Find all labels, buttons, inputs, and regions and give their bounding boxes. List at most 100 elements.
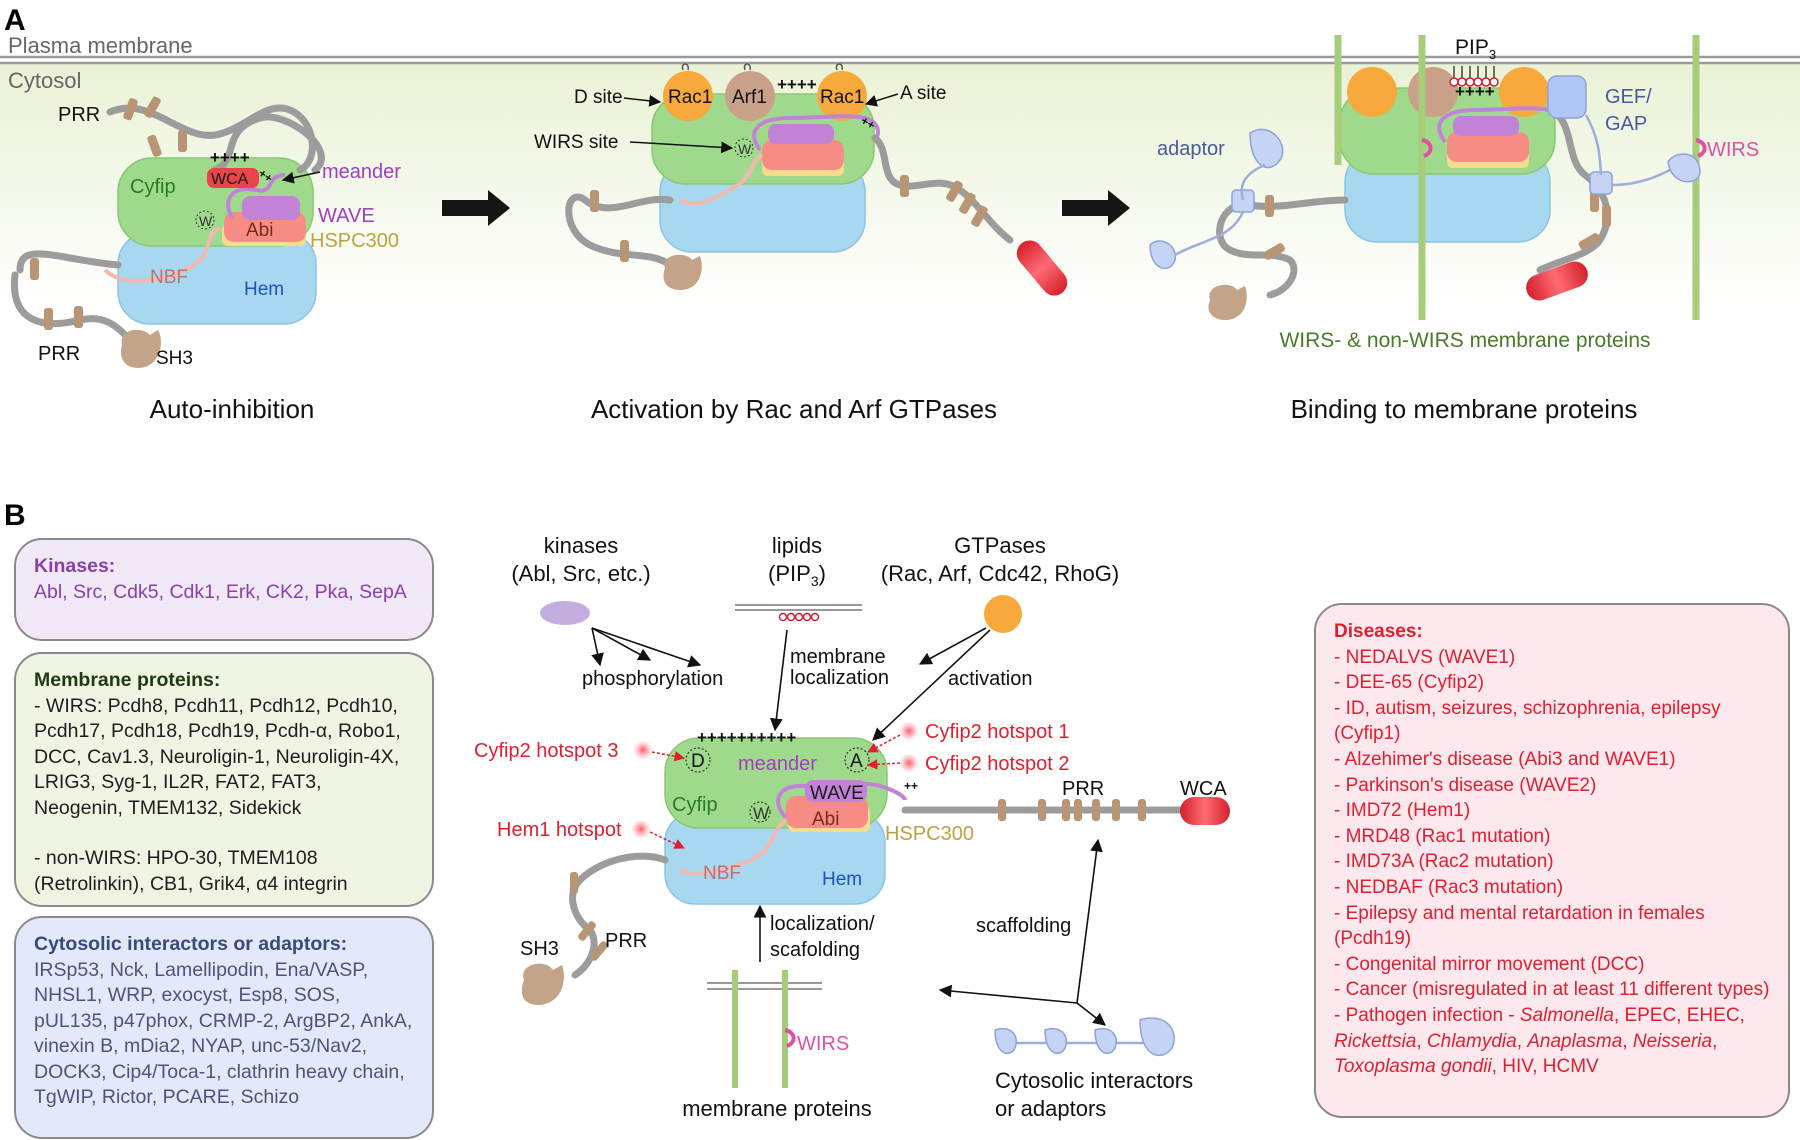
- meander-strand: [776, 781, 907, 820]
- rac1-left: [663, 71, 713, 121]
- d-site-arrow: [623, 94, 662, 107]
- hem-label: Hem: [822, 869, 862, 890]
- wave-subunit: [1453, 116, 1519, 136]
- wirs-site-circle: [195, 210, 215, 230]
- wrc-membrane-bound: [1149, 35, 1707, 320]
- gtpases-sub: (Rac, Arf, Cdc42, RhoG): [881, 561, 1119, 586]
- prr-bead: [1265, 195, 1274, 217]
- wirs-motif: [784, 1028, 796, 1048]
- wca-domain: [1526, 261, 1588, 301]
- disease-line: - NEDALVS (WAVE1): [1334, 646, 1516, 668]
- disease-line: - IMD73A (Rac2 mutation): [1334, 851, 1554, 873]
- plus-small: ++: [256, 166, 276, 186]
- adaptor-shape: [1589, 171, 1613, 195]
- meander-arrow: [281, 171, 321, 184]
- arrow-step2-to-3: [1062, 190, 1130, 226]
- prr-bead: [1602, 205, 1611, 227]
- wrc-gray-chain: [16, 113, 325, 274]
- membrane-proteins-label: membrane proteins: [682, 1096, 872, 1121]
- prr-bead: [123, 98, 138, 121]
- adaptor-icon: [1139, 1017, 1175, 1057]
- prr-bead: [1263, 243, 1285, 260]
- activation-label: activation: [948, 668, 1033, 690]
- adaptor-icon: [1044, 1028, 1067, 1055]
- abi-label: Abi: [812, 809, 839, 830]
- membrane-box-heading: Membrane proteins:: [34, 669, 221, 691]
- sh3-domain: [120, 329, 161, 368]
- adaptor-linker: [1174, 114, 1671, 257]
- disease-line: - NEDBAF (Rac3 mutation): [1334, 876, 1564, 898]
- abi-label: Abi: [246, 220, 273, 241]
- plus-charges: ++++: [1455, 82, 1495, 101]
- prr-bead: [30, 258, 39, 280]
- disease-line: - DEE-65 (Cyfip2): [1334, 672, 1484, 694]
- gray-chain-left: [1216, 196, 1349, 299]
- pip3-head: [810, 612, 820, 622]
- prr-bead: [44, 308, 53, 330]
- hotspot-3-arrow: [651, 751, 686, 762]
- panel-b-label: B: [4, 499, 26, 532]
- disease-line: - IMD72 (Hem1): [1334, 800, 1471, 822]
- sh3-domain: [1208, 284, 1247, 320]
- plus-charges: ++++: [210, 148, 250, 167]
- disease-line-pathogen: - Pathogen infection - Salmonella, EPEC,…: [1334, 1004, 1745, 1078]
- gef-gap-label-1: GEF/: [1605, 86, 1652, 108]
- pip3-head: [794, 612, 804, 622]
- wirs-w: W: [199, 213, 213, 229]
- wrc-autoinhibited: W: [10, 96, 325, 368]
- cytosolic-box-heading: Cytosolic interactors or adaptors:: [34, 933, 348, 955]
- panel-a-label: A: [4, 4, 26, 37]
- wca-domain: [207, 168, 259, 188]
- pip3-head: [1489, 77, 1499, 87]
- rac1-right: [817, 71, 867, 121]
- membrane-label: membrane: [790, 646, 886, 668]
- wrc-diagram: [521, 737, 1230, 1005]
- disease-line: - Alzehimer's disease (Abi3 and WAVE1): [1334, 748, 1676, 770]
- activation-arrow: [918, 627, 987, 665]
- adaptor-icon: [1094, 1028, 1117, 1055]
- prr-bead: [590, 190, 599, 212]
- wave-label: WAVE: [318, 205, 375, 227]
- sh3-label: SH3: [520, 938, 559, 960]
- hotspot-glow: [633, 740, 653, 760]
- prr-bead: [570, 872, 578, 894]
- nbf-label: NBF: [703, 863, 741, 884]
- prr-bead: [1590, 190, 1599, 212]
- pip3-lipids: [1453, 66, 1495, 78]
- prr-right-label: PRR: [1062, 778, 1104, 800]
- prr-bead: [590, 941, 608, 961]
- adaptor-label: adaptor: [1157, 138, 1225, 160]
- hspc300-label: HSPC300: [885, 823, 974, 845]
- prr-bead: [1062, 799, 1070, 821]
- gray-chain-left: [565, 193, 674, 269]
- wca-label: WCA: [1180, 778, 1227, 800]
- prr-bead: [1112, 799, 1120, 821]
- prr-bottom-label: PRR: [38, 343, 80, 365]
- arf1: [725, 71, 775, 121]
- disease-line: - ID, autism, seizures, schizophrenia, e…: [1334, 697, 1721, 745]
- adaptor-shape: [1667, 153, 1701, 183]
- wirs-motif: [1695, 138, 1707, 158]
- prr-bead: [178, 130, 187, 152]
- cyfip2-hotspot-2-label: Cyfip2 hotspot 2: [925, 753, 1070, 775]
- cyfip2-hotspot-3-label: Cyfip2 hotspot 3: [474, 740, 619, 762]
- arrow-step1-to-2: [442, 190, 510, 226]
- step2-caption: Activation by Rac and Arf GTPases: [591, 394, 997, 424]
- rac1-right-label: Rac1: [820, 87, 864, 108]
- step3-caption: Binding to membrane proteins: [1291, 394, 1638, 424]
- pip3-head: [802, 612, 812, 622]
- localization-arrow: [770, 629, 788, 732]
- scaffolding-arrow: [1076, 1002, 1107, 1026]
- hotspot-glow: [899, 721, 919, 741]
- diseases-box: Diseases: - NEDALVS (WAVE1) - DEE-65 (Cy…: [1314, 603, 1790, 1118]
- activation-arrow: [872, 629, 991, 741]
- phosphorylation-arrow: [591, 627, 702, 668]
- scaffolding-arrow: [1076, 838, 1103, 1004]
- localization-label-1: localization/: [770, 913, 875, 935]
- prr-top-chain: [106, 104, 316, 174]
- adaptor-icon: [994, 1028, 1017, 1055]
- phosphorylation-label: phosphorylation: [582, 668, 723, 690]
- adaptor-shape: [1149, 240, 1176, 270]
- rac1-right: [1499, 67, 1549, 117]
- phosphorylation-arrow: [591, 627, 652, 661]
